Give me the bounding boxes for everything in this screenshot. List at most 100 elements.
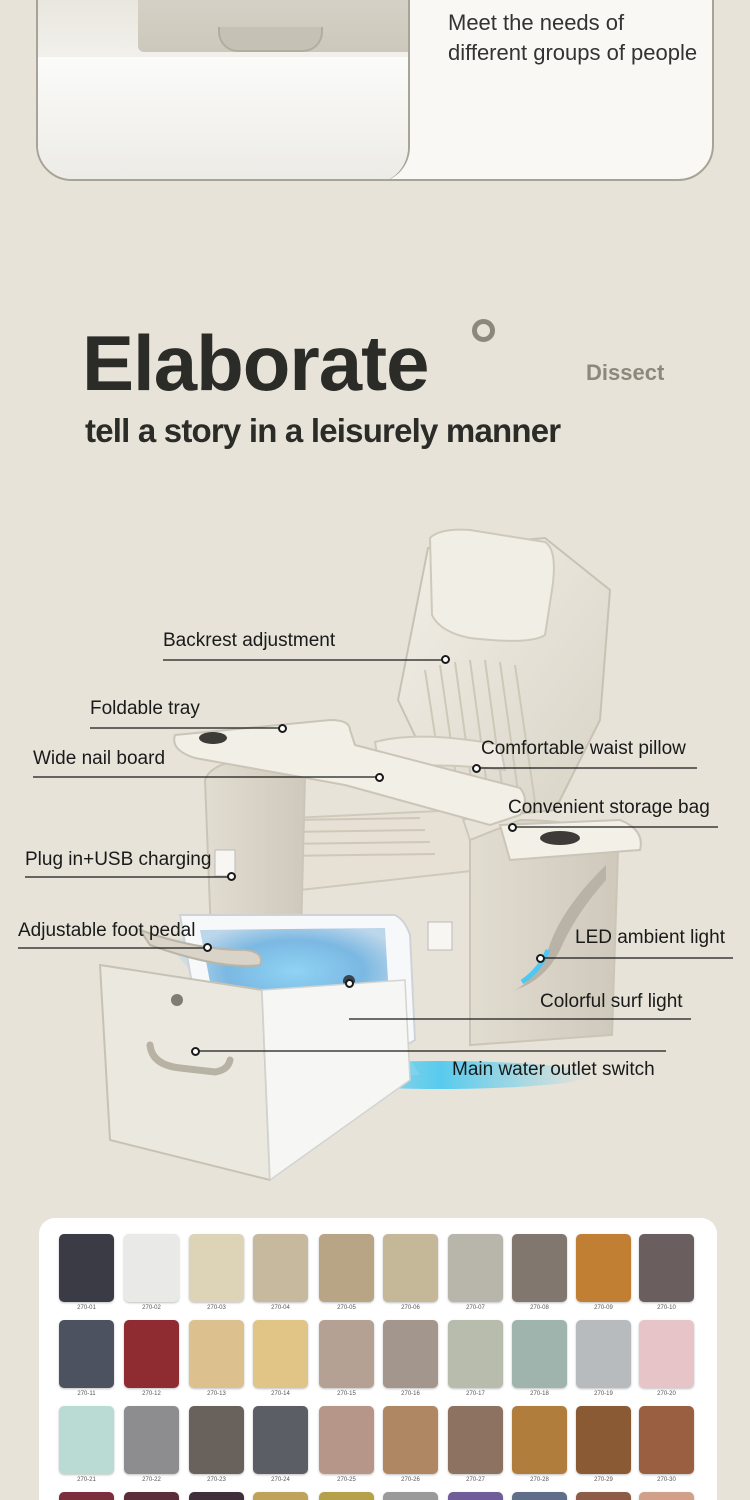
color-swatch[interactable] bbox=[319, 1406, 374, 1474]
color-swatch-code: 270-28 bbox=[530, 1477, 549, 1483]
color-swatch[interactable] bbox=[319, 1320, 374, 1388]
color-swatch[interactable] bbox=[512, 1234, 567, 1302]
color-swatch[interactable] bbox=[124, 1320, 179, 1388]
dot-led bbox=[536, 954, 545, 963]
callout-storage-bag: Convenient storage bag bbox=[508, 797, 710, 818]
color-swatch[interactable] bbox=[253, 1234, 308, 1302]
color-swatch-code: 270-19 bbox=[594, 1391, 613, 1397]
color-swatch[interactable] bbox=[124, 1492, 179, 1500]
color-swatch-code: 270-11 bbox=[77, 1391, 96, 1397]
color-swatch[interactable] bbox=[253, 1406, 308, 1474]
headrest bbox=[428, 528, 555, 642]
color-swatch[interactable] bbox=[639, 1492, 694, 1500]
basin-drawer-body bbox=[261, 979, 411, 1182]
color-swatch[interactable] bbox=[639, 1234, 694, 1302]
color-swatch[interactable] bbox=[383, 1320, 438, 1388]
color-swatch-code: 270-06 bbox=[401, 1305, 420, 1311]
color-swatch[interactable] bbox=[512, 1406, 567, 1474]
color-swatch[interactable] bbox=[189, 1406, 244, 1474]
foldable-tray bbox=[173, 718, 526, 827]
color-swatch[interactable] bbox=[576, 1406, 631, 1474]
drawer-handle bbox=[146, 1041, 234, 1076]
callout-leader-lines bbox=[18, 659, 733, 1052]
color-swatch[interactable] bbox=[576, 1492, 631, 1500]
color-swatch[interactable] bbox=[383, 1406, 438, 1474]
dot-tray bbox=[278, 724, 287, 733]
callout-water-switch: Main water outlet switch bbox=[452, 1059, 655, 1080]
color-swatch-code: 270-24 bbox=[271, 1477, 290, 1483]
color-swatch[interactable] bbox=[448, 1234, 503, 1302]
color-swatch[interactable] bbox=[59, 1320, 114, 1388]
color-swatch-code: 270-22 bbox=[142, 1477, 161, 1483]
color-swatch-code: 270-16 bbox=[401, 1391, 420, 1397]
color-swatch[interactable] bbox=[319, 1234, 374, 1302]
color-swatch[interactable] bbox=[512, 1320, 567, 1388]
color-swatch-code: 270-08 bbox=[530, 1305, 549, 1311]
circle-mark-icon bbox=[472, 319, 495, 342]
page-title: Elaborate bbox=[82, 319, 429, 407]
power-outlet-panel bbox=[427, 921, 453, 951]
drawer-button-icon bbox=[171, 994, 183, 1006]
right-cup-holder bbox=[540, 831, 580, 845]
color-swatch-code: 270-12 bbox=[142, 1391, 161, 1397]
color-swatch-code: 270-03 bbox=[207, 1305, 226, 1311]
color-swatch-code: 270-26 bbox=[401, 1477, 420, 1483]
usb-outlet-panel bbox=[214, 849, 236, 877]
color-swatch[interactable] bbox=[124, 1234, 179, 1302]
top-feature-card: Meet the needs of different groups of pe… bbox=[36, 0, 714, 181]
color-swatch-code: 270-09 bbox=[594, 1305, 613, 1311]
dot-waist-pillow bbox=[472, 764, 481, 773]
led-strip-frame bbox=[515, 865, 606, 990]
color-swatch[interactable] bbox=[448, 1406, 503, 1474]
page-subtitle: tell a story in a leisurely manner bbox=[85, 412, 561, 449]
color-swatch[interactable] bbox=[448, 1320, 503, 1388]
led-ambient-glow bbox=[520, 949, 551, 985]
color-swatch[interactable] bbox=[448, 1492, 503, 1500]
top-card-text: Meet the needs of different groups of pe… bbox=[448, 10, 698, 65]
color-swatch[interactable] bbox=[189, 1320, 244, 1388]
color-swatch[interactable] bbox=[639, 1320, 694, 1388]
color-swatch-code: 270-15 bbox=[337, 1391, 356, 1397]
color-swatch[interactable] bbox=[59, 1406, 114, 1474]
color-swatch-code: 270-25 bbox=[337, 1477, 356, 1483]
left-cup-holder bbox=[199, 732, 227, 744]
color-swatch[interactable] bbox=[383, 1234, 438, 1302]
dot-usb bbox=[227, 872, 236, 881]
color-swatch[interactable] bbox=[383, 1492, 438, 1500]
dot-storage-bag bbox=[508, 823, 517, 832]
color-swatch[interactable] bbox=[639, 1406, 694, 1474]
color-swatch-code: 270-02 bbox=[142, 1305, 161, 1311]
color-swatch-code: 270-07 bbox=[466, 1305, 485, 1311]
color-swatch[interactable] bbox=[253, 1320, 308, 1388]
callout-waist-pillow: Comfortable waist pillow bbox=[481, 738, 686, 759]
color-swatch[interactable] bbox=[576, 1320, 631, 1388]
color-swatch-code: 270-13 bbox=[207, 1391, 226, 1397]
dot-foot-pedal bbox=[203, 943, 212, 952]
callout-surf-light: Colorful surf light bbox=[540, 991, 683, 1012]
color-swatch-code: 270-04 bbox=[271, 1305, 290, 1311]
color-swatch[interactable] bbox=[576, 1234, 631, 1302]
drawer-body bbox=[38, 57, 408, 179]
color-swatch[interactable] bbox=[253, 1492, 308, 1500]
color-swatch-code: 270-14 bbox=[271, 1391, 290, 1397]
color-swatch[interactable] bbox=[59, 1234, 114, 1302]
color-swatch-code: 270-17 bbox=[466, 1391, 485, 1397]
seat-stitching bbox=[279, 817, 436, 857]
color-swatch[interactable] bbox=[189, 1234, 244, 1302]
callout-usb-charging: Plug in+USB charging bbox=[25, 849, 212, 870]
dot-nail-board bbox=[375, 773, 384, 782]
color-swatch[interactable] bbox=[124, 1406, 179, 1474]
color-swatch-code: 270-01 bbox=[77, 1305, 96, 1311]
color-swatch[interactable] bbox=[59, 1492, 114, 1500]
pedicure-chair-illustration bbox=[98, 528, 642, 1182]
color-swatch[interactable] bbox=[189, 1492, 244, 1500]
color-swatch[interactable] bbox=[512, 1492, 567, 1500]
foot-spa-drawer-photo bbox=[38, 0, 410, 179]
dot-backrest bbox=[441, 655, 450, 664]
color-swatch[interactable] bbox=[319, 1492, 374, 1500]
callout-wide-nail-board: Wide nail board bbox=[33, 748, 166, 769]
color-swatch-code: 270-18 bbox=[530, 1391, 549, 1397]
color-swatch-code: 270-20 bbox=[657, 1391, 676, 1397]
callout-foldable-tray: Foldable tray bbox=[90, 698, 200, 719]
